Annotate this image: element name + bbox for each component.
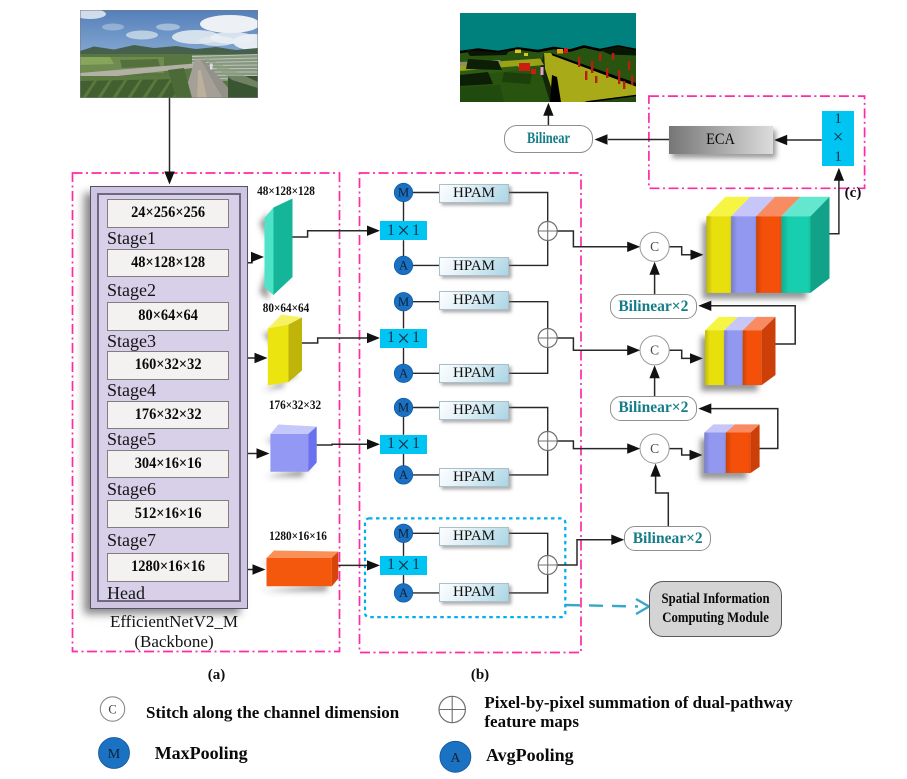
svg-text:M: M: [108, 747, 121, 762]
svg-text:C: C: [108, 702, 116, 716]
svg-text:M: M: [398, 401, 409, 415]
svg-text:A: A: [399, 367, 408, 381]
svg-text:M: M: [398, 186, 409, 200]
svg-text:A: A: [450, 751, 461, 766]
svg-text:M: M: [398, 527, 409, 541]
svg-text:C: C: [650, 441, 659, 456]
svg-text:A: A: [399, 259, 408, 273]
svg-text:A: A: [399, 586, 408, 600]
svg-text:C: C: [650, 239, 659, 254]
svg-text:M: M: [398, 295, 409, 309]
svg-text:C: C: [650, 343, 659, 358]
svg-text:A: A: [399, 468, 408, 482]
